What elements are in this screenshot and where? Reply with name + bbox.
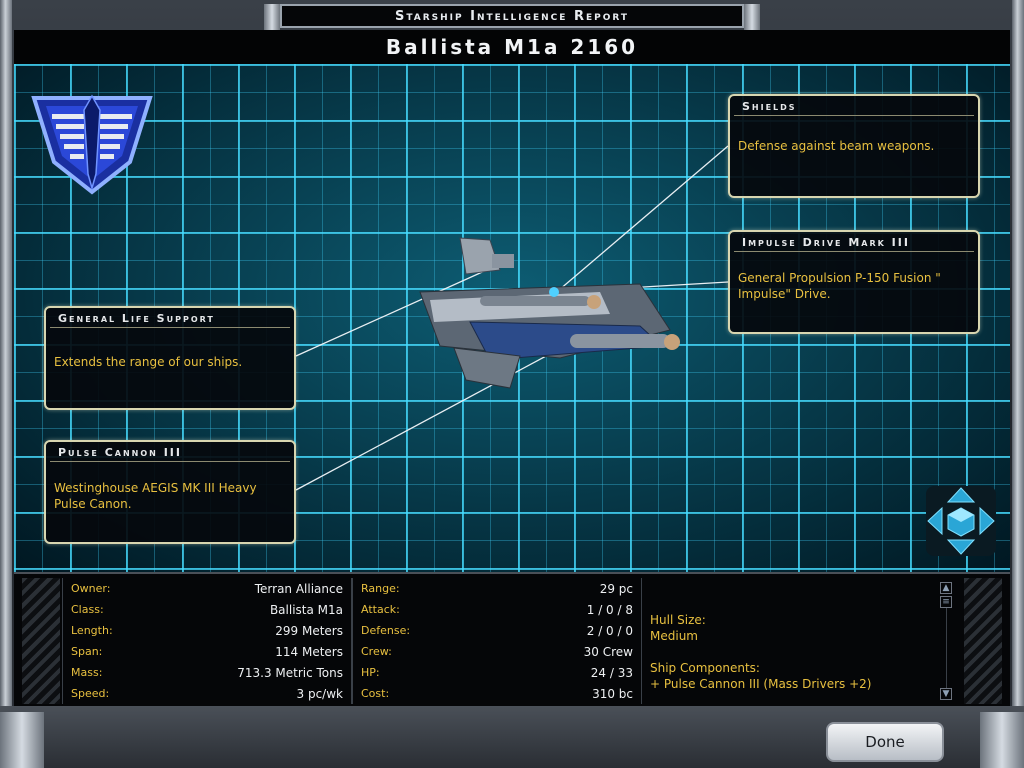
callout-pulse-cannon: Pulse Cannon III Westinghouse AEGIS MK I… bbox=[44, 440, 296, 544]
callout-title: Pulse Cannon III bbox=[50, 442, 290, 462]
scroll-up-icon[interactable]: ▲ bbox=[940, 582, 952, 594]
stat-label: Range: bbox=[361, 582, 400, 595]
stat-value: 114 Meters bbox=[275, 644, 343, 659]
stat-value: 1 / 0 / 8 bbox=[586, 602, 633, 617]
stat-row: Crew: 30 Crew bbox=[353, 641, 641, 662]
stat-label: Cost: bbox=[361, 687, 390, 700]
hull-size-label: Hull Size: bbox=[650, 613, 706, 627]
callout-text: Defense against beam weapons. bbox=[738, 139, 935, 153]
callout-title: Shields bbox=[734, 96, 974, 116]
callout-impulse-drive: Impulse Drive Mark III General Propulsio… bbox=[728, 230, 980, 334]
scroll-down-icon[interactable]: ▼ bbox=[940, 688, 952, 700]
callout-text: Westinghouse AEGIS MK III Heavy Pulse Ca… bbox=[54, 481, 257, 511]
callout-text: Extends the range of our ships. bbox=[54, 355, 243, 369]
info-scrollbar[interactable]: ▲ ≡ ▼ bbox=[940, 582, 954, 702]
stats-column-left: Owner: Terran Alliance Class: Ballista M1a… bbox=[62, 578, 352, 704]
stats-panel: Owner: Terran Alliance Class: Ballista M1a… bbox=[14, 572, 1010, 708]
hull-size-value: Medium bbox=[650, 629, 698, 643]
stat-label: Length: bbox=[71, 624, 113, 637]
terran-alliance-emblem-icon bbox=[31, 94, 153, 195]
window-title: Starship Intelligence Report bbox=[394, 8, 630, 24]
stat-label: Class: bbox=[71, 603, 104, 616]
callout-life-support: General Life Support Extends the range o… bbox=[44, 306, 296, 410]
stat-label: Speed: bbox=[71, 687, 110, 700]
title-cap-left bbox=[264, 4, 280, 30]
stat-row: Class: Ballista M1a bbox=[63, 599, 351, 620]
stat-row: Speed: 3 pc/wk bbox=[63, 683, 351, 704]
ship-name-bar: Ballista M1a 2160 bbox=[14, 30, 1010, 65]
callout-title: Impulse Drive Mark III bbox=[734, 232, 974, 252]
stat-value: 310 bc bbox=[592, 686, 633, 701]
connector-life-support bbox=[295, 263, 501, 357]
ship-components-label: Ship Components: bbox=[650, 661, 760, 675]
corner-right bbox=[980, 712, 1024, 768]
stat-row: Length: 299 Meters bbox=[63, 620, 351, 641]
stat-row: HP: 24 / 33 bbox=[353, 662, 641, 683]
callout-text: General Propulsion P-150 Fusion " Impuls… bbox=[738, 271, 941, 301]
title-cap-right bbox=[744, 4, 760, 30]
stat-value: 2 / 0 / 0 bbox=[586, 623, 633, 638]
stat-label: Crew: bbox=[361, 645, 392, 658]
stat-value: 3 pc/wk bbox=[296, 686, 343, 701]
scroll-page-icon[interactable]: ≡ bbox=[940, 596, 952, 608]
right-frame-pillar bbox=[1012, 0, 1024, 768]
connector-shields bbox=[551, 145, 729, 297]
hatch-left bbox=[22, 578, 60, 704]
stats-column-middle: Range: 29 pc Attack: 1 / 0 / 8 Defense: 2 /… bbox=[352, 578, 642, 704]
stat-value: 30 Crew bbox=[583, 644, 633, 659]
corner-left bbox=[0, 712, 44, 768]
ship-info-text: Hull Size: Medium Ship Components: + Pul… bbox=[644, 578, 934, 704]
scroll-track[interactable] bbox=[946, 608, 954, 688]
stat-value: Terran Alliance bbox=[254, 581, 343, 596]
stat-label: Mass: bbox=[71, 666, 103, 679]
stat-label: Span: bbox=[71, 645, 103, 658]
stat-label: Attack: bbox=[361, 603, 400, 616]
stat-row: Span: 114 Meters bbox=[63, 641, 351, 662]
stat-row: Defense: 2 / 0 / 0 bbox=[353, 620, 641, 641]
ship-component-item: + Pulse Cannon III (Mass Drivers +2) bbox=[650, 677, 872, 691]
left-frame-pillar bbox=[0, 0, 12, 768]
stat-row: Owner: Terran Alliance bbox=[63, 578, 351, 599]
stat-label: Defense: bbox=[361, 624, 411, 637]
stat-value: 713.3 Metric Tons bbox=[237, 665, 343, 680]
starship-model[interactable] bbox=[400, 230, 690, 400]
stat-value: Ballista M1a bbox=[269, 602, 343, 617]
ship-name: Ballista M1a 2160 bbox=[385, 35, 639, 59]
title-bar: Starship Intelligence Report bbox=[264, 4, 760, 30]
callout-title: General Life Support bbox=[50, 308, 290, 328]
stat-row: Range: 29 pc bbox=[353, 578, 641, 599]
stat-label: HP: bbox=[361, 666, 380, 679]
connector-pulse-cannon bbox=[295, 339, 577, 491]
rotate-view-icon[interactable] bbox=[924, 484, 998, 558]
stat-value: 299 Meters bbox=[275, 623, 343, 638]
hatch-right bbox=[964, 578, 1002, 704]
stat-value: 24 / 33 bbox=[590, 665, 633, 680]
stat-row: Cost: 310 bc bbox=[353, 683, 641, 704]
stat-row: Attack: 1 / 0 / 8 bbox=[353, 599, 641, 620]
stat-value: 29 pc bbox=[599, 581, 633, 596]
callout-shields: Shields Defense against beam weapons. bbox=[728, 94, 980, 198]
stat-label: Owner: bbox=[71, 582, 111, 595]
stat-row: Mass: 713.3 Metric Tons bbox=[63, 662, 351, 683]
done-button[interactable]: Done bbox=[826, 722, 944, 762]
